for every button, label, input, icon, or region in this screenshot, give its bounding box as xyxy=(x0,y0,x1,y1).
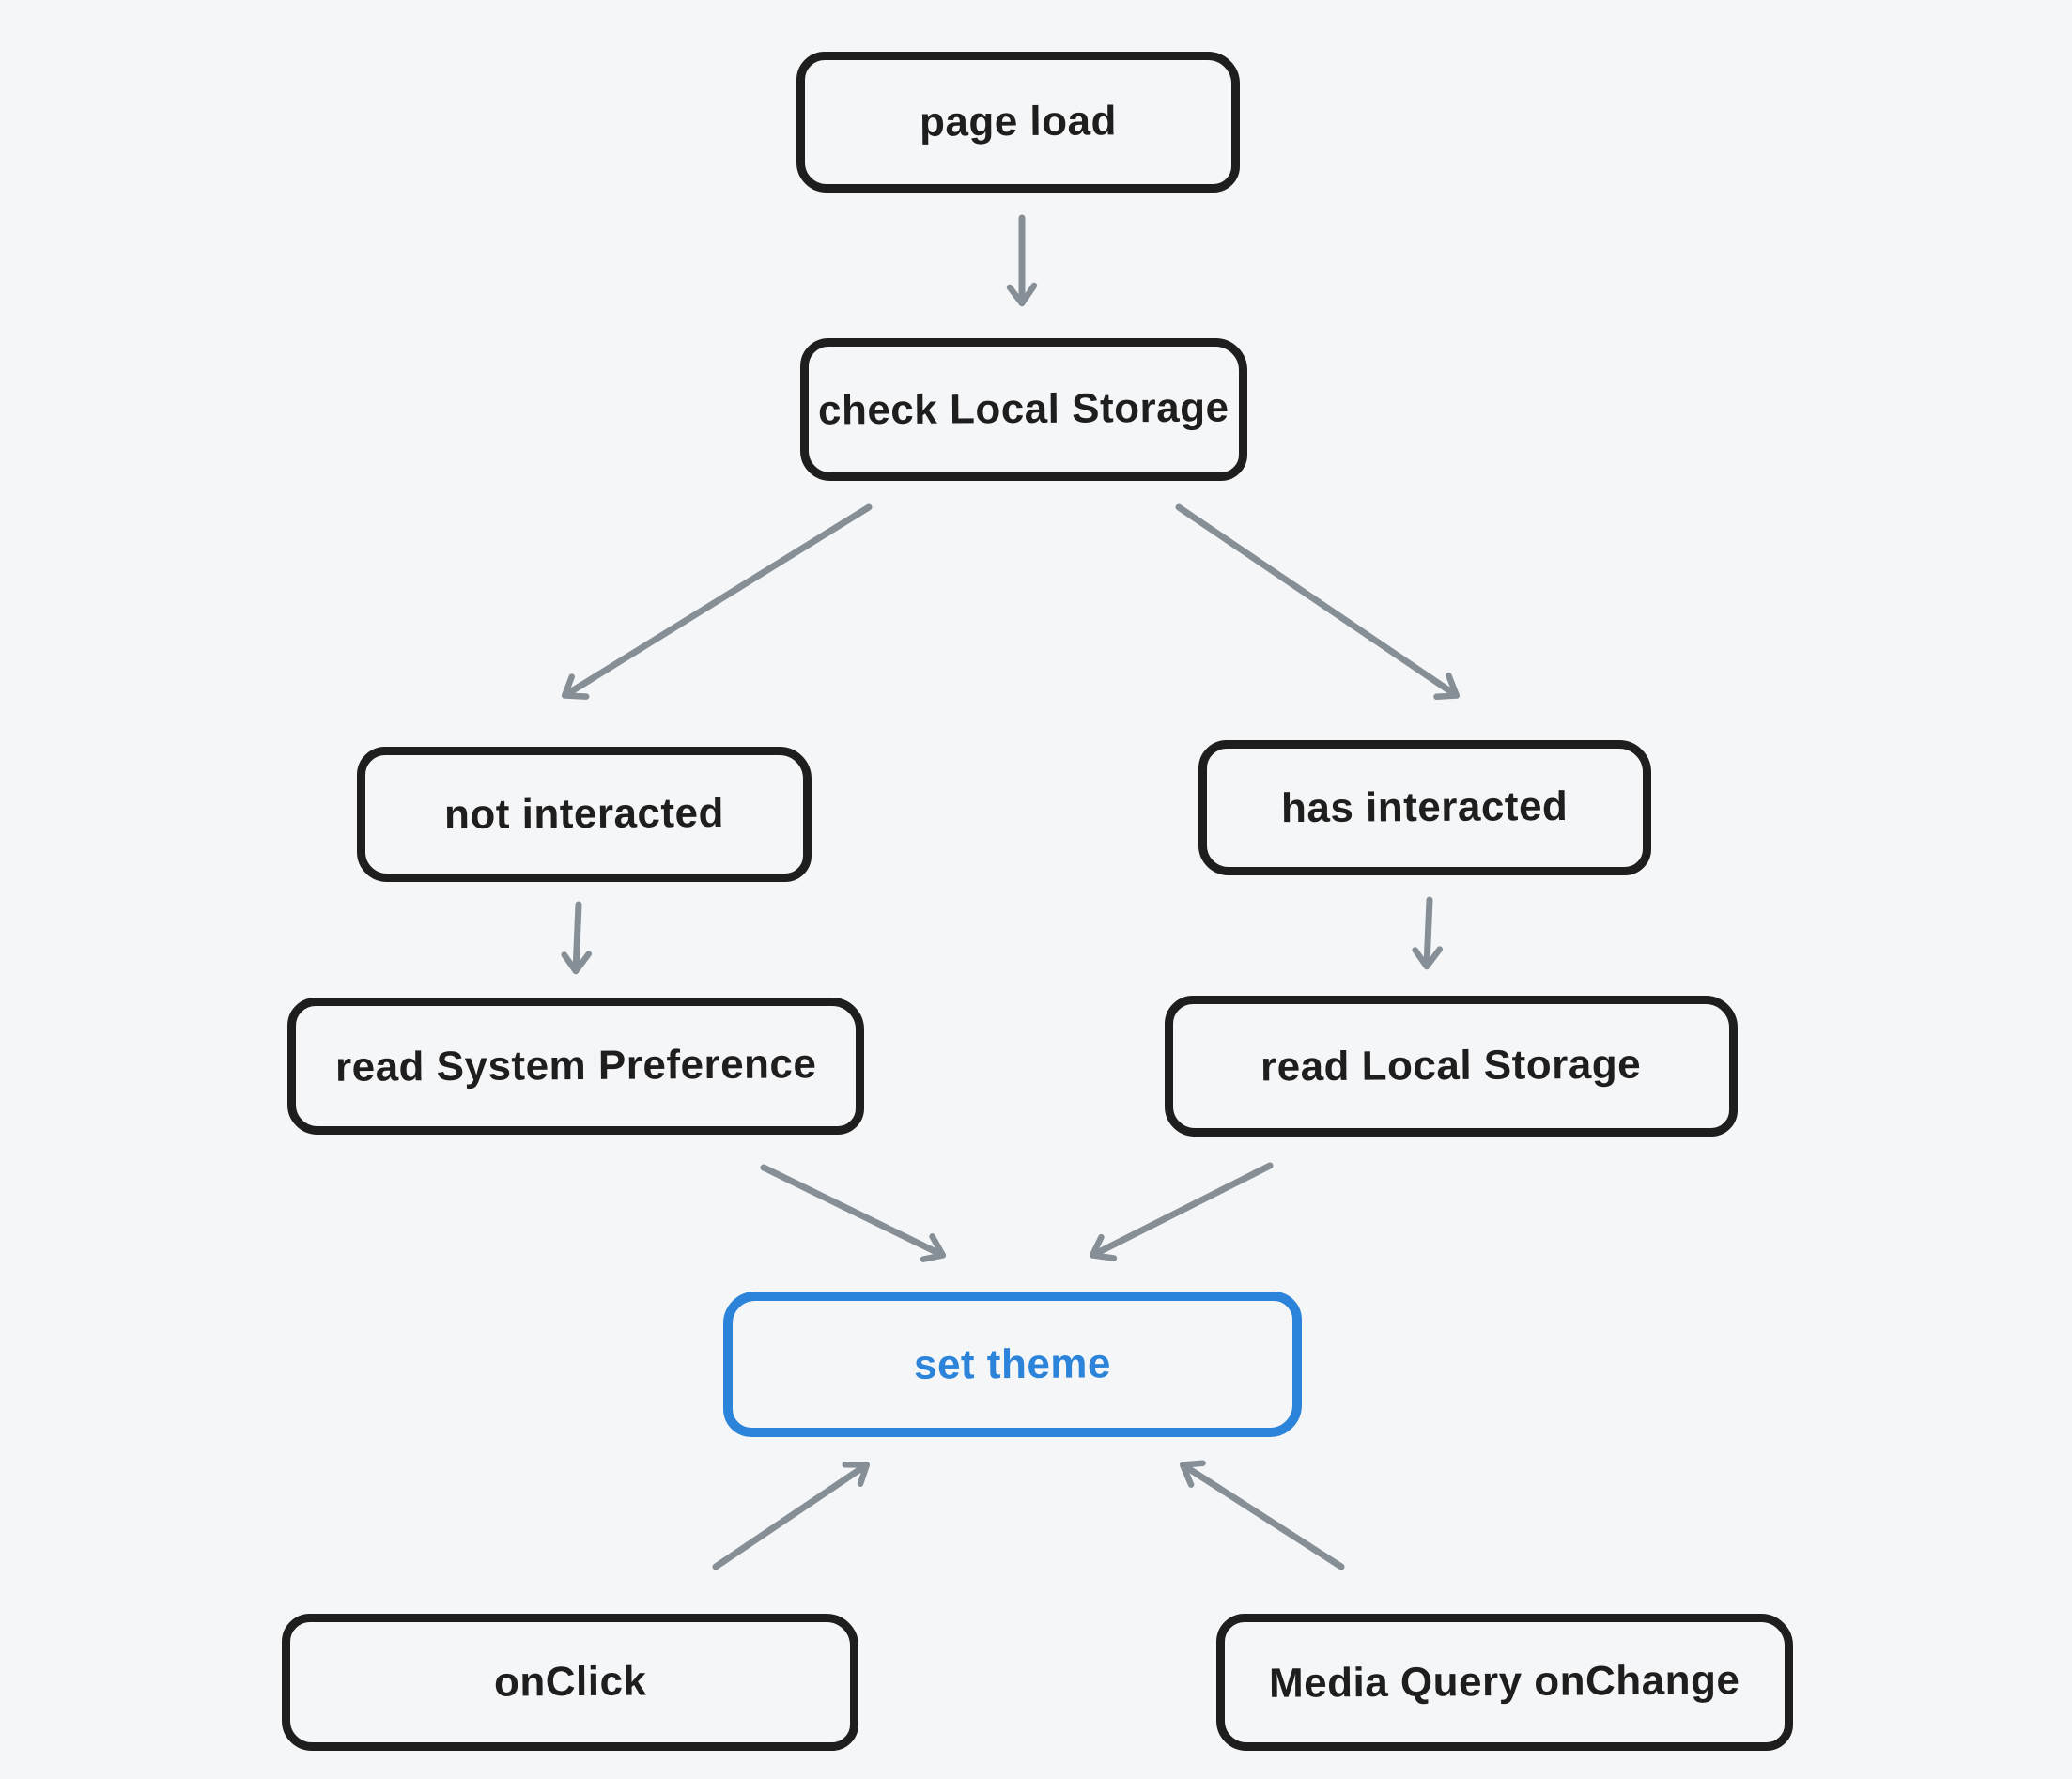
node-media-query-onchange[interactable]: Media Query onChange xyxy=(1216,1614,1793,1751)
node-page-load[interactable]: page load xyxy=(796,52,1240,193)
arrow-media-query-onchange-to-set-theme[interactable] xyxy=(1179,1460,1345,1570)
arrow-check-local-storage-to-not-interacted[interactable] xyxy=(561,503,873,700)
node-media-query-onchange-label: Media Query onChange xyxy=(1269,1657,1740,1707)
arrow-read-system-preference-to-set-theme[interactable] xyxy=(760,1164,947,1262)
node-has-interacted[interactable]: has interacted xyxy=(1198,740,1651,875)
node-onclick-label: onClick xyxy=(493,1658,647,1706)
node-page-load-label: page load xyxy=(919,98,1118,146)
node-check-local-storage[interactable]: check Local Storage xyxy=(800,338,1247,481)
node-not-interacted[interactable]: not interacted xyxy=(357,747,812,882)
arrow-not-interacted-to-read-system-preference[interactable] xyxy=(561,901,593,975)
arrow-onclick-to-set-theme[interactable] xyxy=(712,1462,871,1570)
node-onclick[interactable]: onClick xyxy=(282,1614,858,1751)
arrow-read-local-storage-to-set-theme[interactable] xyxy=(1089,1162,1274,1261)
arrow-check-local-storage-to-has-interacted[interactable] xyxy=(1175,503,1461,701)
node-read-system-preference-label: read System Preference xyxy=(334,1041,817,1091)
node-check-local-storage-label: check Local Storage xyxy=(818,384,1229,434)
arrow-has-interacted-to-read-local-storage[interactable] xyxy=(1412,896,1444,970)
node-has-interacted-label: has interacted xyxy=(1281,782,1569,832)
node-read-local-storage-label: read Local Storage xyxy=(1260,1041,1642,1091)
node-read-system-preference[interactable]: read System Preference xyxy=(287,998,864,1135)
node-set-theme-label: set theme xyxy=(913,1339,1112,1388)
node-read-local-storage[interactable]: read Local Storage xyxy=(1165,996,1738,1137)
node-not-interacted-label: not interacted xyxy=(443,789,725,839)
node-set-theme[interactable]: set theme xyxy=(723,1292,1302,1437)
